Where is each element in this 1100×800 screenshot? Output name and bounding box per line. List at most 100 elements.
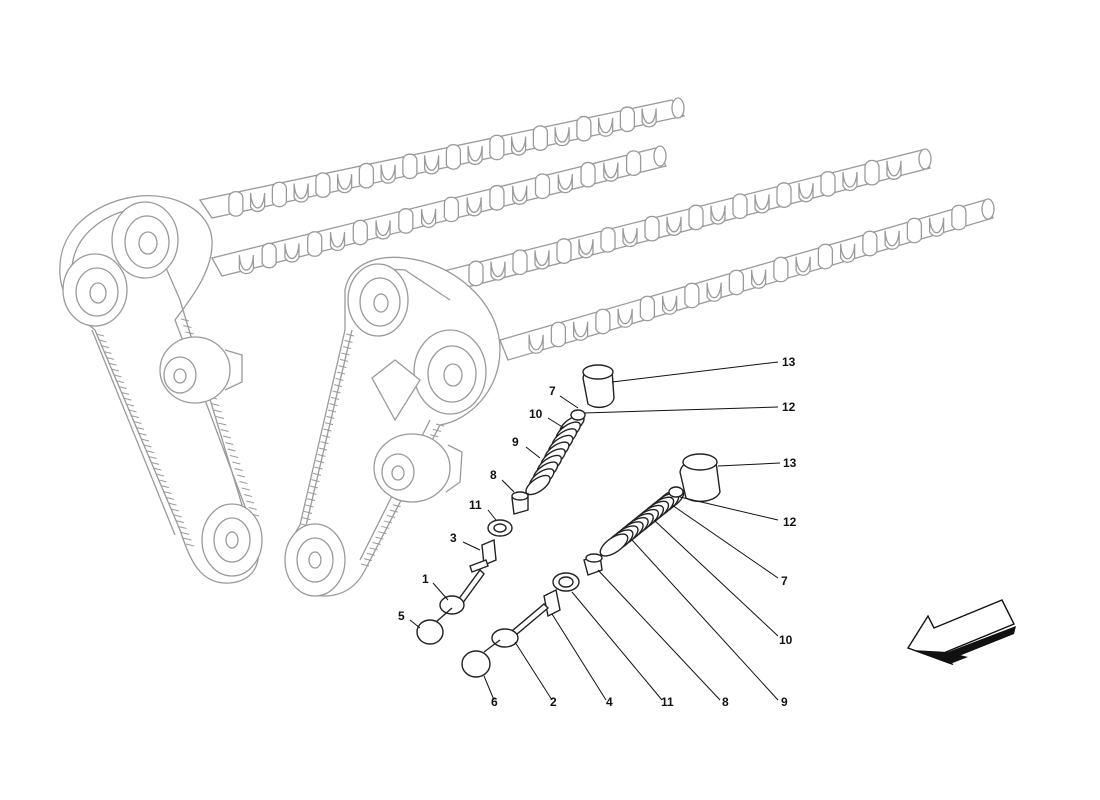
cam-lobe: [862, 230, 878, 257]
belt-tooth: [330, 396, 340, 400]
belt-tooth: [372, 541, 381, 545]
belt-tooth: [339, 358, 349, 362]
belt-tooth: [168, 502, 177, 506]
belt-tooth: [430, 434, 439, 438]
belt-tooth: [326, 415, 335, 419]
cam-lobe: [839, 243, 856, 263]
belt-tooth: [125, 403, 135, 407]
belt-tooth: [306, 498, 316, 502]
pulley-left-middle: [62, 253, 128, 327]
cam-lobe: [641, 108, 657, 128]
cam-lobe: [420, 208, 437, 229]
cam-lobe: [489, 134, 505, 161]
callout-9-lower: 9: [781, 695, 788, 709]
camshaft-right-lower: [499, 198, 995, 361]
cam-lobe: [600, 226, 616, 253]
cam-lobe: [666, 216, 682, 236]
upper-valve-train: [416, 364, 615, 645]
belt-tooth: [180, 531, 190, 535]
callout-labels: 13 12 7 10 9 8 11 3 1 5 13 12 7 10 9 8 1…: [398, 355, 797, 709]
callout-8-lower: 8: [722, 695, 729, 709]
belt-tooth: [220, 429, 229, 432]
belt-tooth: [243, 494, 253, 497]
cam-lobe: [625, 150, 642, 177]
belt-tooth: [185, 331, 194, 335]
belt-tooth: [342, 346, 352, 350]
cam-lobe: [580, 161, 596, 188]
pulley-left-upper: [111, 201, 179, 279]
belt-tooth: [336, 371, 346, 375]
cam-lobe: [951, 204, 967, 231]
belt-tooth: [120, 391, 130, 395]
cam-lobe: [710, 205, 726, 225]
cam-lobe: [795, 256, 811, 276]
belt-tooth: [232, 461, 241, 465]
cam-lobe: [754, 194, 770, 214]
cam-lobe: [512, 185, 528, 205]
belt-tooth: [381, 525, 390, 529]
belt-tooth: [153, 467, 162, 471]
cam-lobe: [528, 334, 544, 354]
belt-tooth: [113, 374, 122, 378]
callout-1: 1: [422, 572, 429, 586]
cam-lobe: [271, 181, 288, 208]
valve-1: [439, 568, 485, 615]
cam-lobe: [550, 321, 567, 348]
belt-tooth: [103, 351, 112, 354]
callout-13-lower: 13: [783, 456, 797, 470]
cam-lobe: [554, 127, 570, 147]
valve-spring-lower: [599, 488, 685, 557]
cam-lobe: [688, 204, 704, 231]
belt-tooth: [435, 423, 445, 427]
camshaft-left-upper: [198, 97, 686, 219]
cam-lobe: [557, 174, 573, 194]
belt-tooth: [246, 500, 255, 504]
cam-lobe: [644, 215, 660, 242]
belt-tooth: [148, 456, 157, 459]
camshaft-right-upper: [439, 148, 932, 293]
belt-tooth: [369, 547, 378, 551]
cam-lobe: [619, 106, 636, 133]
right-timing-belt-assembly: [284, 256, 501, 597]
spring-seat-8-upper: [511, 491, 529, 515]
direction-arrow-icon: [906, 599, 1016, 666]
belt-tooth: [312, 472, 322, 476]
belt-tooth: [338, 365, 347, 369]
cam-lobe: [284, 243, 300, 263]
callout-10-lower: 10: [779, 633, 793, 647]
belt-tooth: [215, 416, 225, 419]
belt-tooth: [130, 415, 140, 419]
belt-tooth: [183, 325, 192, 328]
cam-lobe: [315, 172, 331, 198]
cam-lobe: [402, 153, 418, 180]
belt-tooth: [183, 537, 192, 541]
cam-lobe: [238, 255, 255, 275]
callout-4: 4: [606, 695, 613, 709]
cam-lobe: [352, 219, 368, 246]
callout-7-upper: 7: [549, 384, 556, 398]
belt-tooth: [315, 460, 325, 464]
belt-tooth: [386, 515, 396, 519]
belt-tooth: [305, 504, 314, 508]
valve-head-6: [461, 639, 501, 678]
belt-tooth: [327, 409, 337, 413]
belt-tooth: [185, 543, 195, 547]
belt-tooth: [222, 435, 232, 439]
cam-lobe: [336, 174, 353, 194]
cam-lobe: [817, 243, 834, 270]
belt-tooth: [225, 442, 234, 445]
cam-lobe: [261, 242, 277, 269]
belt-tooth: [173, 514, 182, 518]
right-bank-camshafts: [439, 148, 995, 361]
callout-11-upper: 11: [469, 498, 482, 512]
left-bank-camshafts: [198, 97, 686, 277]
cam-lobe: [684, 282, 700, 309]
belt-tooth: [98, 339, 107, 343]
belt-tooth: [110, 368, 120, 372]
cam-lobe: [228, 191, 244, 217]
cam-lobe: [820, 170, 836, 197]
belt-tooth: [236, 474, 246, 478]
belt-tooth: [150, 461, 160, 465]
cam-lobe: [798, 183, 814, 203]
